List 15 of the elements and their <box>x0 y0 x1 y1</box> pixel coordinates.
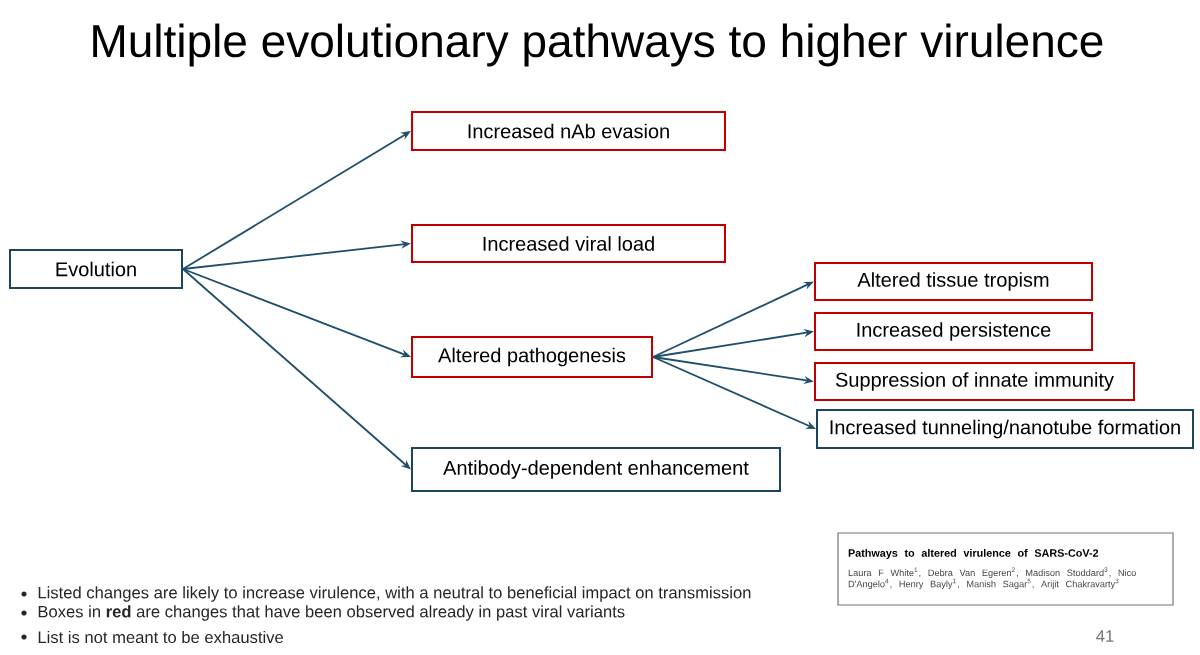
title: Multiple evolutionary pathways to higher virulence <box>93 23 1103 67</box>
bullet-item: Boxes in red are changes that have been observed already in past viral variants <box>38 605 625 621</box>
process-box: Suppression of innate immunity <box>814 362 1135 401</box>
process-box: Increased persistence <box>814 312 1093 351</box>
process-box: Altered pathogenesis <box>411 336 653 378</box>
process-box: Increased tunneling/nanotube formation <box>816 409 1194 449</box>
process-box: Altered tissue tropism <box>814 262 1093 301</box>
process-box: Antibody-dependent enhancement <box>411 447 781 492</box>
citation-box: Pathways to altered virulence of SARS-CoV-2 Laura F White$^{1}$, Debra Van Egeren$^{2}$, Madison Stoddard$^{3}$, Nico D'Angelo$^{4}$, Henry Bayly$^{1}$, Manish Sagar$^{5}$, Arijit Chakravarty$^{3}$ <box>837 532 1174 606</box>
process-box: Increased viral load <box>411 224 726 263</box>
bullet-item: List is not meant to be exhaustive <box>38 630 283 644</box>
bullet-item: Listed changes are likely to increase virulence, with a neutral to beneficial impact on transmission <box>38 586 751 602</box>
process-box: Increased nAb evasion <box>411 111 726 151</box>
process-box: Evolution <box>9 249 183 289</box>
page-number: 41 <box>1096 630 1114 642</box>
